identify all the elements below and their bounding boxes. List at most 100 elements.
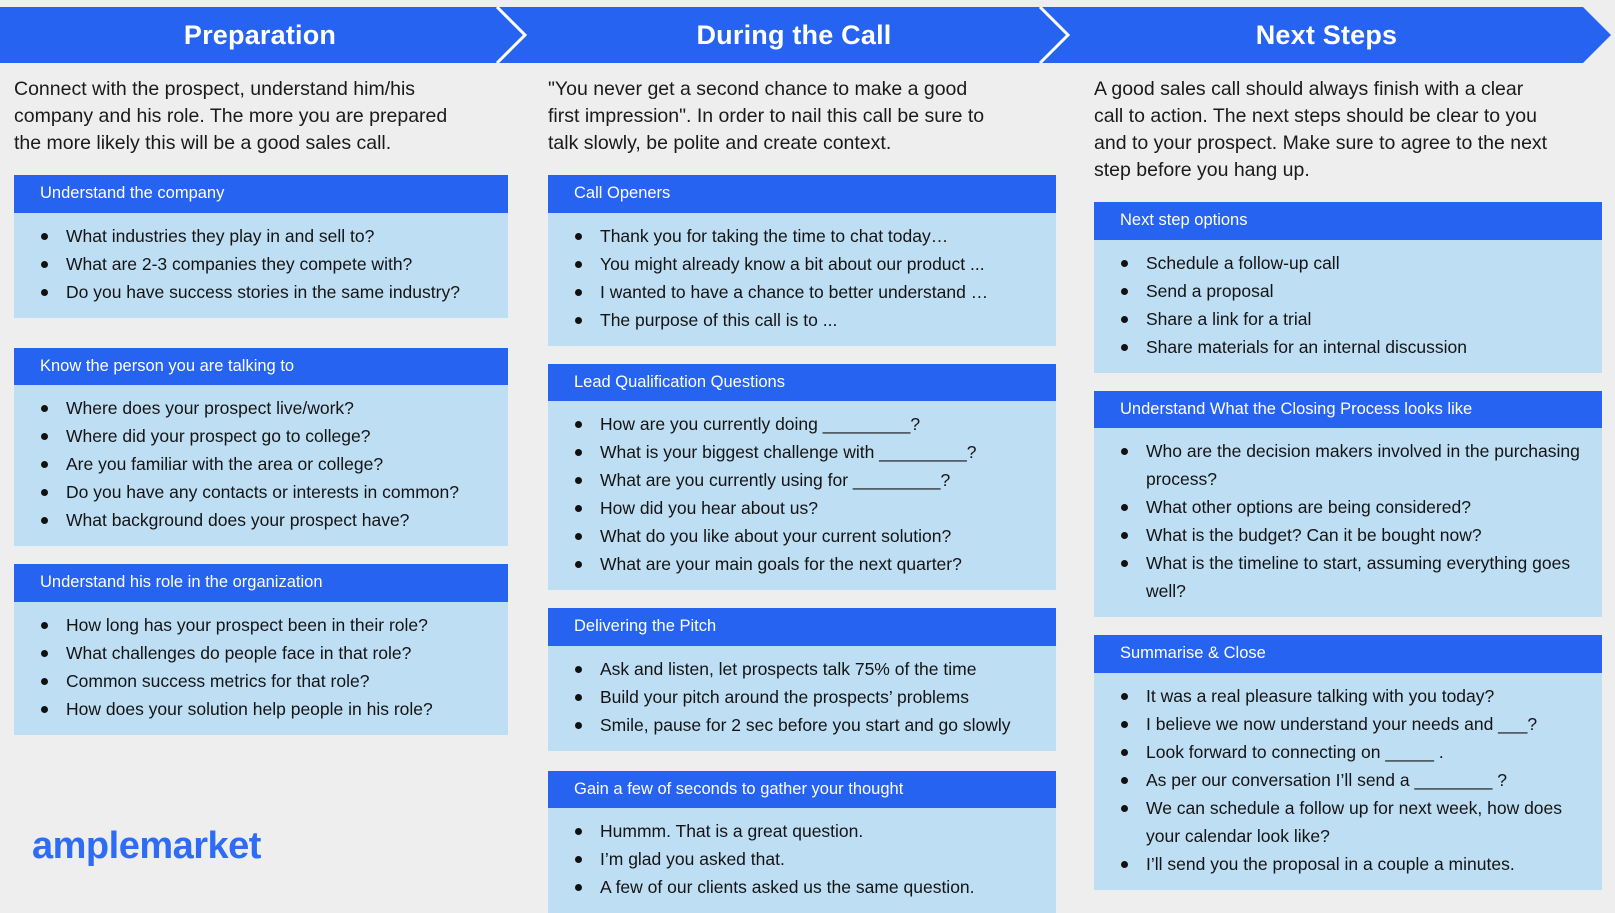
list-item: Where does your prospect live/work? [28,394,494,422]
list-item-text: Hummm. That is a great question. [600,821,863,841]
list-item: The purpose of this call is to ... [562,306,1042,334]
list-item: How did you hear about us? [562,494,1042,522]
bullet-icon [575,533,582,540]
bullet-icon [1121,777,1128,784]
bullet-icon [1121,805,1128,812]
list-item-text: What other options are being considered? [1146,497,1471,517]
list-item: Are you familiar with the area or colleg… [28,450,494,478]
list-item: What is your biggest challenge with ____… [562,438,1042,466]
card-title: Next step options [1094,202,1602,240]
bullet-icon [41,489,48,496]
list-item-text: Build your pitch around the prospects’ p… [600,687,969,707]
bullet-icon [1121,504,1128,511]
bullet-icon [1121,532,1128,539]
list-item: Look forward to connecting on _____ . [1108,738,1588,766]
list-item-text: I believe we now understand your needs a… [1146,714,1537,734]
list-item-text: How did you hear about us? [600,498,818,518]
list-item-text: What background does your prospect have? [66,510,409,530]
card-body: Where does your prospect live/work? Wher… [14,385,508,546]
card-understand-the-company[interactable]: Understand the company What industries t… [14,175,508,318]
stage-header-preparation[interactable]: Preparation [0,7,520,63]
list-item: Smile, pause for 2 sec before you start … [562,711,1042,739]
card-title: Delivering the Pitch [548,608,1056,646]
list-item: What challenges do people face in that r… [28,639,494,667]
card-title: Understand his role in the organization [14,564,508,602]
list-item: What are you currently using for _______… [562,466,1042,494]
list-item: Thank you for taking the time to chat to… [562,222,1042,250]
bullet-icon [1121,861,1128,868]
bullet-icon [1121,448,1128,455]
list-item: What is the timeline to start, assuming … [1108,549,1588,605]
card-gain-a-few-of-seconds-to-gather-your-thought[interactable]: Gain a few of seconds to gather your tho… [548,771,1056,913]
card-summarise-and-close[interactable]: Summarise & Close It was a real pleasure… [1094,635,1602,890]
bullet-icon [575,477,582,484]
stage-columns: Connect with the prospect, understand hi… [0,63,1615,908]
card-body: How long has your prospect been in their… [14,602,508,735]
list-item-text: How long has your prospect been in their… [66,615,428,635]
card-body: Hummm. That is a great question. I’m gla… [548,808,1056,913]
process-banner-titles: Preparation During the Call Next Steps [0,7,1615,63]
stage-header-next-steps[interactable]: Next Steps [1068,7,1615,63]
column-next-steps: A good sales call should always finish w… [1068,63,1615,908]
stage-header-during-the-call[interactable]: During the Call [520,7,1068,63]
list-item: I wanted to have a chance to better unde… [562,278,1042,306]
list-item: I’ll send you the proposal in a couple a… [1108,850,1588,878]
list-item-text: Are you familiar with the area or colleg… [66,454,383,474]
card-delivering-the-pitch[interactable]: Delivering the Pitch Ask and listen, let… [548,608,1056,751]
list-item: Build your pitch around the prospects’ p… [562,683,1042,711]
bullet-icon [1121,316,1128,323]
column-intro-preparation: Connect with the prospect, understand hi… [14,76,472,157]
bullet-icon [575,666,582,673]
card-lead-qualification-questions[interactable]: Lead Qualification Questions How are you… [548,364,1056,591]
card-title: Summarise & Close [1094,635,1602,673]
card-know-the-person-you-are-talking-to[interactable]: Know the person you are talking to Where… [14,348,508,547]
bullet-icon [1121,260,1128,267]
column-preparation: Connect with the prospect, understand hi… [0,63,520,908]
card-item-list: How long has your prospect been in their… [28,611,494,723]
list-item-text: The purpose of this call is to ... [600,310,837,330]
list-item: What background does your prospect have? [28,506,494,534]
card-title: Gain a few of seconds to gather your tho… [548,771,1056,809]
card-item-list: Ask and listen, let prospects talk 75% o… [562,655,1042,739]
card-understand-his-role-in-the-organization[interactable]: Understand his role in the organization … [14,564,508,735]
list-item: Send a proposal [1108,277,1588,305]
list-item-text: Common success metrics for that role? [66,671,369,691]
bullet-icon [575,449,582,456]
bullet-icon [575,233,582,240]
list-item-text: Share materials for an internal discussi… [1146,337,1467,357]
column-intro-during-the-call: "You never get a second chance to make a… [548,76,996,157]
list-item: How are you currently doing _________? [562,410,1042,438]
list-item-text: Look forward to connecting on _____ . [1146,742,1444,762]
card-title: Understand What the Closing Process look… [1094,391,1602,429]
card-item-list: Where does your prospect live/work? Wher… [28,394,494,534]
bullet-icon [41,433,48,440]
card-title: Lead Qualification Questions [548,364,1056,402]
list-item-text: What is your biggest challenge with ____… [600,442,977,462]
bullet-icon [1121,344,1128,351]
bullet-icon [1121,693,1128,700]
card-item-list: How are you currently doing _________? W… [562,410,1042,578]
list-item-text: What industries they play in and sell to… [66,226,374,246]
card-body: Thank you for taking the time to chat to… [548,213,1056,346]
card-body: What industries they play in and sell to… [14,213,508,318]
card-item-list: Hummm. That is a great question. I’m gla… [562,817,1042,901]
column-intro-next-steps: A good sales call should always finish w… [1094,76,1554,184]
card-body: Who are the decision makers involved in … [1094,428,1602,617]
list-item: Where did your prospect go to college? [28,422,494,450]
bullet-icon [41,261,48,268]
list-item: You might already know a bit about our p… [562,250,1042,278]
bullet-icon [575,561,582,568]
list-item-text: I wanted to have a chance to better unde… [600,282,988,302]
list-item: As per our conversation I’ll send a ____… [1108,766,1588,794]
card-body: Ask and listen, let prospects talk 75% o… [548,646,1056,751]
list-item-text: It was a real pleasure talking with you … [1146,686,1494,706]
bullet-icon [575,694,582,701]
card-call-openers[interactable]: Call Openers Thank you for taking the ti… [548,175,1056,346]
list-item-text: What are your main goals for the next qu… [600,554,962,574]
card-understand-what-the-closing-process-looks-like[interactable]: Understand What the Closing Process look… [1094,391,1602,618]
list-item: What is the budget? Can it be bought now… [1108,521,1588,549]
card-next-step-options[interactable]: Next step options Schedule a follow-up c… [1094,202,1602,373]
list-item-text: Where does your prospect live/work? [66,398,354,418]
column-spacer [14,735,508,909]
amplemarket-logo: amplemarket [32,825,261,868]
